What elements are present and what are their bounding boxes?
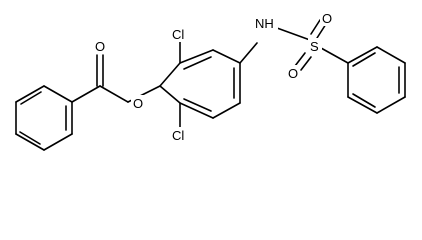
ester-oxygen-label: O bbox=[133, 96, 143, 111]
chlorine-top-label: Cl bbox=[172, 27, 184, 42]
sulfonamide-group bbox=[239, 19, 349, 71]
bond bbox=[99, 85, 129, 103]
benzoyl-ring bbox=[15, 85, 73, 151]
sulfonyl-double-bond bbox=[294, 52, 306, 67]
bond bbox=[320, 47, 349, 64]
bond bbox=[15, 133, 45, 151]
central-ring bbox=[159, 49, 241, 119]
bond bbox=[179, 102, 214, 119]
aromatic-inner-bond bbox=[20, 91, 42, 105]
chlorine-bottom-label: Cl bbox=[172, 128, 184, 143]
bond bbox=[159, 85, 181, 104]
aromatic-inner-bond bbox=[352, 93, 376, 108]
sulfonyl-double-bond bbox=[316, 23, 327, 39]
amine-nh-label: NH bbox=[255, 16, 274, 31]
aromatic-inner-bond bbox=[19, 131, 41, 145]
ester-group bbox=[71, 54, 161, 103]
bond bbox=[212, 49, 241, 64]
bond bbox=[71, 85, 101, 103]
sulfonyl-double-bond bbox=[310, 19, 321, 35]
bond bbox=[347, 46, 378, 64]
bond bbox=[15, 85, 45, 103]
bond bbox=[159, 62, 181, 87]
phenylsulfonyl-ring bbox=[347, 46, 406, 114]
bond bbox=[43, 133, 73, 151]
bond bbox=[239, 42, 258, 64]
aromatic-inner-bond bbox=[183, 98, 212, 112]
aromatic-inner-bond bbox=[352, 52, 376, 67]
sulfur-label: S bbox=[310, 39, 319, 54]
bond bbox=[376, 96, 406, 114]
bond bbox=[212, 102, 241, 119]
carbonyl-oxygen-label: O bbox=[95, 39, 105, 54]
sulfonyl-oxygen-top-label: O bbox=[322, 11, 332, 26]
bond bbox=[376, 46, 406, 64]
bond bbox=[43, 85, 73, 103]
bond bbox=[347, 96, 378, 114]
sulfonyl-oxygen-bottom-label: O bbox=[288, 66, 298, 81]
sulfonyl-double-bond bbox=[300, 56, 312, 71]
chemical-structure-diagram: Cl Cl NH S O O O O bbox=[15, 10, 406, 151]
aromatic-inner-bond bbox=[183, 56, 212, 70]
bond bbox=[179, 49, 214, 64]
